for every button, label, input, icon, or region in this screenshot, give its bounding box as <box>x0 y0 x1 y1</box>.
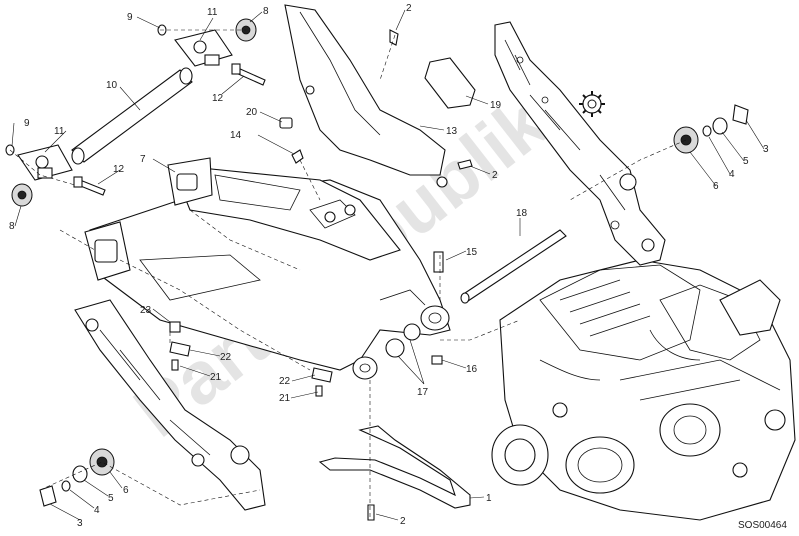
callout-21: 21 <box>210 372 222 383</box>
callout-22: 22 <box>279 376 291 387</box>
callout-2: 2 <box>400 516 406 527</box>
gear-icon <box>579 91 605 117</box>
callout-2: 2 <box>492 170 498 181</box>
callout-20: 20 <box>246 107 258 118</box>
callout-5: 5 <box>743 156 749 167</box>
callout-9: 9 <box>24 118 30 129</box>
callout-4: 4 <box>94 505 100 516</box>
callout-10: 10 <box>106 80 118 91</box>
callout-9: 9 <box>127 12 133 23</box>
callout-6: 6 <box>123 485 129 496</box>
chain-adjuster-11-top <box>174 29 233 67</box>
callout-12: 12 <box>212 93 224 104</box>
callout-15: 15 <box>466 247 478 258</box>
sticker-19 <box>424 57 476 109</box>
callout-3: 3 <box>763 144 769 155</box>
callout-16: 16 <box>466 364 478 375</box>
footrest-bracket-illustration <box>74 299 266 511</box>
assembly-lines <box>9 29 687 520</box>
callout-5: 5 <box>108 493 114 504</box>
callout-11: 11 <box>54 126 65 137</box>
callout-1: 1 <box>486 493 492 504</box>
hardware-parts <box>5 18 749 521</box>
callout-8: 8 <box>263 6 269 17</box>
callout-labels: 9 11 8 2 10 12 19 20 13 9 11 14 7 12 2 3… <box>9 3 769 529</box>
callout-17: 17 <box>417 387 429 398</box>
chain-adjuster-11-bottom <box>17 144 73 181</box>
engine-illustration <box>491 259 796 521</box>
callout-3: 3 <box>77 518 83 529</box>
callout-22: 22 <box>220 352 232 363</box>
callout-4: 4 <box>729 169 735 180</box>
wheel-axle-10 <box>71 67 193 165</box>
rear-mudguard-illustration <box>284 4 448 188</box>
chain-guard-1 <box>318 425 471 509</box>
callout-14: 14 <box>230 130 242 141</box>
callout-7: 7 <box>140 154 146 165</box>
callout-2: 2 <box>406 3 412 14</box>
callout-18: 18 <box>516 208 528 219</box>
callout-23: 23 <box>140 305 152 316</box>
callout-8: 8 <box>9 221 15 232</box>
callout-12: 12 <box>113 164 125 175</box>
rear-frame-bracket-illustration <box>494 21 666 266</box>
leader-lines <box>11 9 765 521</box>
callout-11: 11 <box>207 7 218 18</box>
callout-21: 21 <box>279 393 291 404</box>
callout-19: 19 <box>490 100 502 111</box>
callout-6: 6 <box>713 181 719 192</box>
callout-13: 13 <box>446 126 458 137</box>
pivot-shaft-18 <box>460 229 567 304</box>
diagram-code: SOS00464 <box>738 520 787 531</box>
